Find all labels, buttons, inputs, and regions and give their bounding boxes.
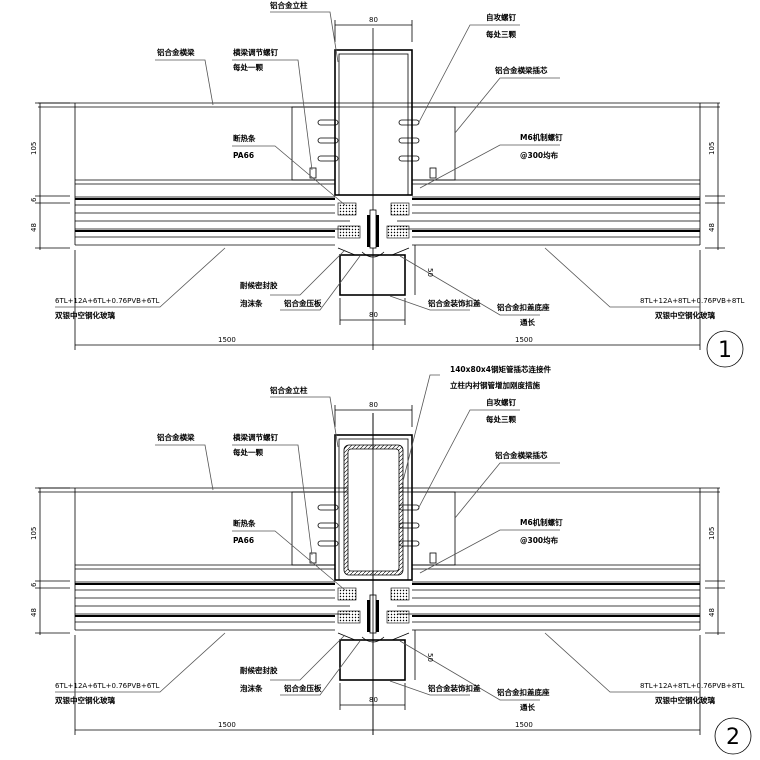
label-thermal-break-material: PA66: [233, 151, 254, 160]
label-glass-right-spec: 8TL+12A+8TL+0.76PVB+8TL: [640, 297, 745, 305]
label-adjust-screw-qty: 每处一颗: [233, 62, 263, 72]
label-sealant: 耐候密封胶: [240, 280, 278, 290]
label-glass-left-name: 双银中空钢化玻璃: [55, 310, 115, 320]
dim-span-left: 1500: [218, 721, 236, 729]
label-glass-right-name: 双银中空钢化玻璃: [655, 310, 715, 320]
dim-transom-depth-right: 105: [708, 142, 716, 155]
label-pressure-plate: 铝合金压板: [284, 683, 322, 693]
label-self-tap-qty: 每处三颗: [486, 29, 516, 39]
dim-span-right: 1500: [515, 336, 533, 344]
dim-cap-depth: 50: [426, 268, 434, 277]
label-m6-spacing: @300均布: [520, 150, 559, 160]
label-foam-rod: 泡沫条: [240, 683, 263, 693]
label-self-tap-screw: 自攻螺钉: [486, 397, 516, 407]
label-self-tap-qty: 每处三颗: [486, 414, 516, 424]
label-glass-right-name: 双银中空钢化玻璃: [655, 695, 715, 705]
dim-glass-depth: 48: [30, 223, 38, 232]
label-mullion: 铝合金立柱: [270, 0, 308, 10]
label-glass-left-spec: 6TL+12A+6TL+0.76PVB+6TL: [55, 682, 160, 690]
detail-marker-2: [714, 717, 752, 755]
dim-cap-depth: 50: [426, 653, 434, 662]
dim-gap: 6: [30, 582, 38, 587]
label-transom-core: 铝合金横梁插芯: [495, 65, 548, 75]
dim-glass-depth-right: 48: [708, 223, 716, 232]
label-cap-base: 铝合金扣盖底座: [497, 687, 550, 697]
dim-cap-width: 80: [369, 311, 378, 319]
dim-glass-depth: 48: [30, 608, 38, 617]
label-m6-screw: M6机制螺钉: [520, 132, 563, 142]
label-steel-note: 立柱内衬钢管增加刚度措施: [450, 380, 540, 390]
label-glass-left-spec: 6TL+12A+6TL+0.76PVB+6TL: [55, 297, 160, 305]
label-m6-spacing: @300均布: [520, 535, 559, 545]
label-foam-rod: 泡沫条: [240, 298, 263, 308]
label-pressure-plate: 铝合金压板: [284, 298, 322, 308]
label-cap-base: 铝合金扣盖底座: [497, 302, 550, 312]
label-adjust-screw: 横梁调节螺钉: [233, 432, 278, 442]
dim-transom-depth: 105: [30, 527, 38, 540]
label-thermal-break: 断热条: [233, 133, 256, 143]
label-glass-right-spec: 8TL+12A+8TL+0.76PVB+8TL: [640, 682, 745, 690]
dim-transom-depth-right: 105: [708, 527, 716, 540]
label-glass-left-name: 双银中空钢化玻璃: [55, 695, 115, 705]
label-thermal-break-material: PA66: [233, 536, 254, 545]
label-cap-base-length: 通长: [520, 317, 535, 327]
label-deco-cap: 铝合金装饰扣盖: [428, 683, 481, 693]
dim-transom-depth: 105: [30, 142, 38, 155]
label-transom: 铝合金横梁: [157, 432, 195, 442]
label-deco-cap: 铝合金装饰扣盖: [428, 298, 481, 308]
detail-marker-1: [706, 330, 744, 368]
label-adjust-screw-qty: 每处一颗: [233, 447, 263, 457]
dim-gap: 6: [30, 197, 38, 202]
label-transom-core: 铝合金横梁插芯: [495, 450, 548, 460]
label-mullion: 铝合金立柱: [270, 385, 308, 395]
detail-marker-1-number: 1: [718, 338, 732, 363]
detail-2: 140x80x4钢矩管插芯连接件 立柱内衬钢管增加刚度措施 铝合金立柱 铝合金横…: [30, 364, 752, 755]
label-adjust-screw: 横梁调节螺钉: [233, 47, 278, 57]
detail-1: 铝合金立柱 铝合金横梁 横梁调节螺钉 每处一颗 自攻螺钉 每处三颗 铝合金横梁插…: [30, 0, 745, 368]
label-transom: 铝合金横梁: [157, 47, 195, 57]
label-steel-insert: 140x80x4钢矩管插芯连接件: [450, 364, 551, 374]
label-self-tap-screw: 自攻螺钉: [486, 12, 516, 22]
dim-mullion-width: 80: [369, 401, 378, 409]
label-thermal-break: 断热条: [233, 518, 256, 528]
dim-cap-width: 80: [369, 696, 378, 704]
label-cap-base-length: 通长: [520, 702, 535, 712]
label-sealant: 耐候密封胶: [240, 665, 278, 675]
label-m6-screw: M6机制螺钉: [520, 517, 563, 527]
dim-mullion-width: 80: [369, 16, 378, 24]
dim-span-right: 1500: [515, 721, 533, 729]
dim-glass-depth-right: 48: [708, 608, 716, 617]
dim-span-left: 1500: [218, 336, 236, 344]
detail-marker-2-number: 2: [726, 725, 740, 750]
